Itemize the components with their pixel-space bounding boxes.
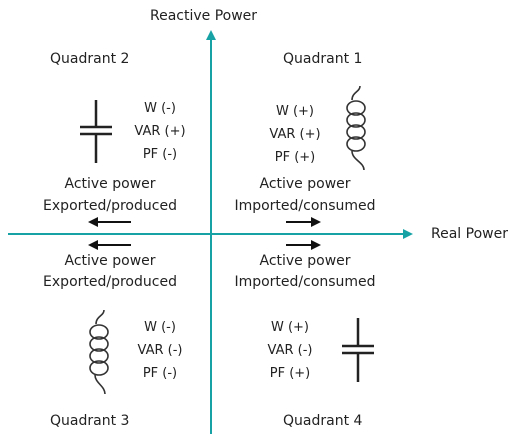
- horizontal-axis-label: Real Power: [431, 226, 508, 242]
- quadrant-4-w-value: W (+): [270, 320, 310, 335]
- quadrant-2-active-power-label: Active power: [64, 176, 156, 192]
- quadrant-1-active-power-label: Active power: [259, 176, 351, 192]
- quadrant-2-direction-label: Exported/produced: [43, 198, 177, 214]
- quadrant-4-direction-label: Imported/consumed: [234, 274, 376, 290]
- quadrant-1-var-value: VAR (+): [269, 127, 321, 142]
- vertical-axis-arrowhead: [206, 30, 216, 40]
- quadrant-4-title: Quadrant 4: [283, 413, 363, 429]
- inductor-icon: [89, 309, 109, 395]
- capacitor-icon: [342, 318, 374, 382]
- arrow-left-icon: [88, 217, 131, 227]
- arrow-right-icon: [286, 217, 321, 227]
- quadrant-3-active-power-label: Active power: [64, 253, 156, 269]
- capacitor-icon: [80, 100, 112, 163]
- quadrant-3-w-value: W (-): [144, 320, 176, 335]
- quadrant-4-var-value: VAR (-): [267, 343, 313, 358]
- quadrant-2-var-value: VAR (+): [134, 124, 186, 139]
- quadrant-3-title: Quadrant 3: [50, 413, 130, 429]
- vertical-axis-label: Reactive Power: [150, 8, 258, 24]
- quadrant-3-direction-label: Exported/produced: [43, 274, 177, 290]
- quadrant-2-w-value: W (-): [144, 101, 176, 116]
- arrow-left-icon: [88, 240, 131, 250]
- quadrant-1-pf-value: PF (+): [274, 150, 316, 165]
- quadrant-4-active-power-label: Active power: [259, 253, 351, 269]
- quadrant-1-title: Quadrant 1: [283, 51, 363, 67]
- quadrant-2-pf-value: PF (-): [142, 147, 178, 162]
- quadrant-3-pf-value: PF (-): [142, 366, 178, 381]
- quadrant-3-var-value: VAR (-): [137, 343, 183, 358]
- arrow-right-icon: [286, 240, 321, 250]
- inductor-icon: [346, 85, 366, 171]
- quadrant-1-w-value: W (+): [275, 104, 315, 119]
- horizontal-axis-arrowhead: [403, 229, 413, 239]
- quadrant-1-direction-label: Imported/consumed: [234, 198, 376, 214]
- quadrant-2-title: Quadrant 2: [50, 51, 130, 67]
- quadrant-4-pf-value: PF (+): [269, 366, 311, 381]
